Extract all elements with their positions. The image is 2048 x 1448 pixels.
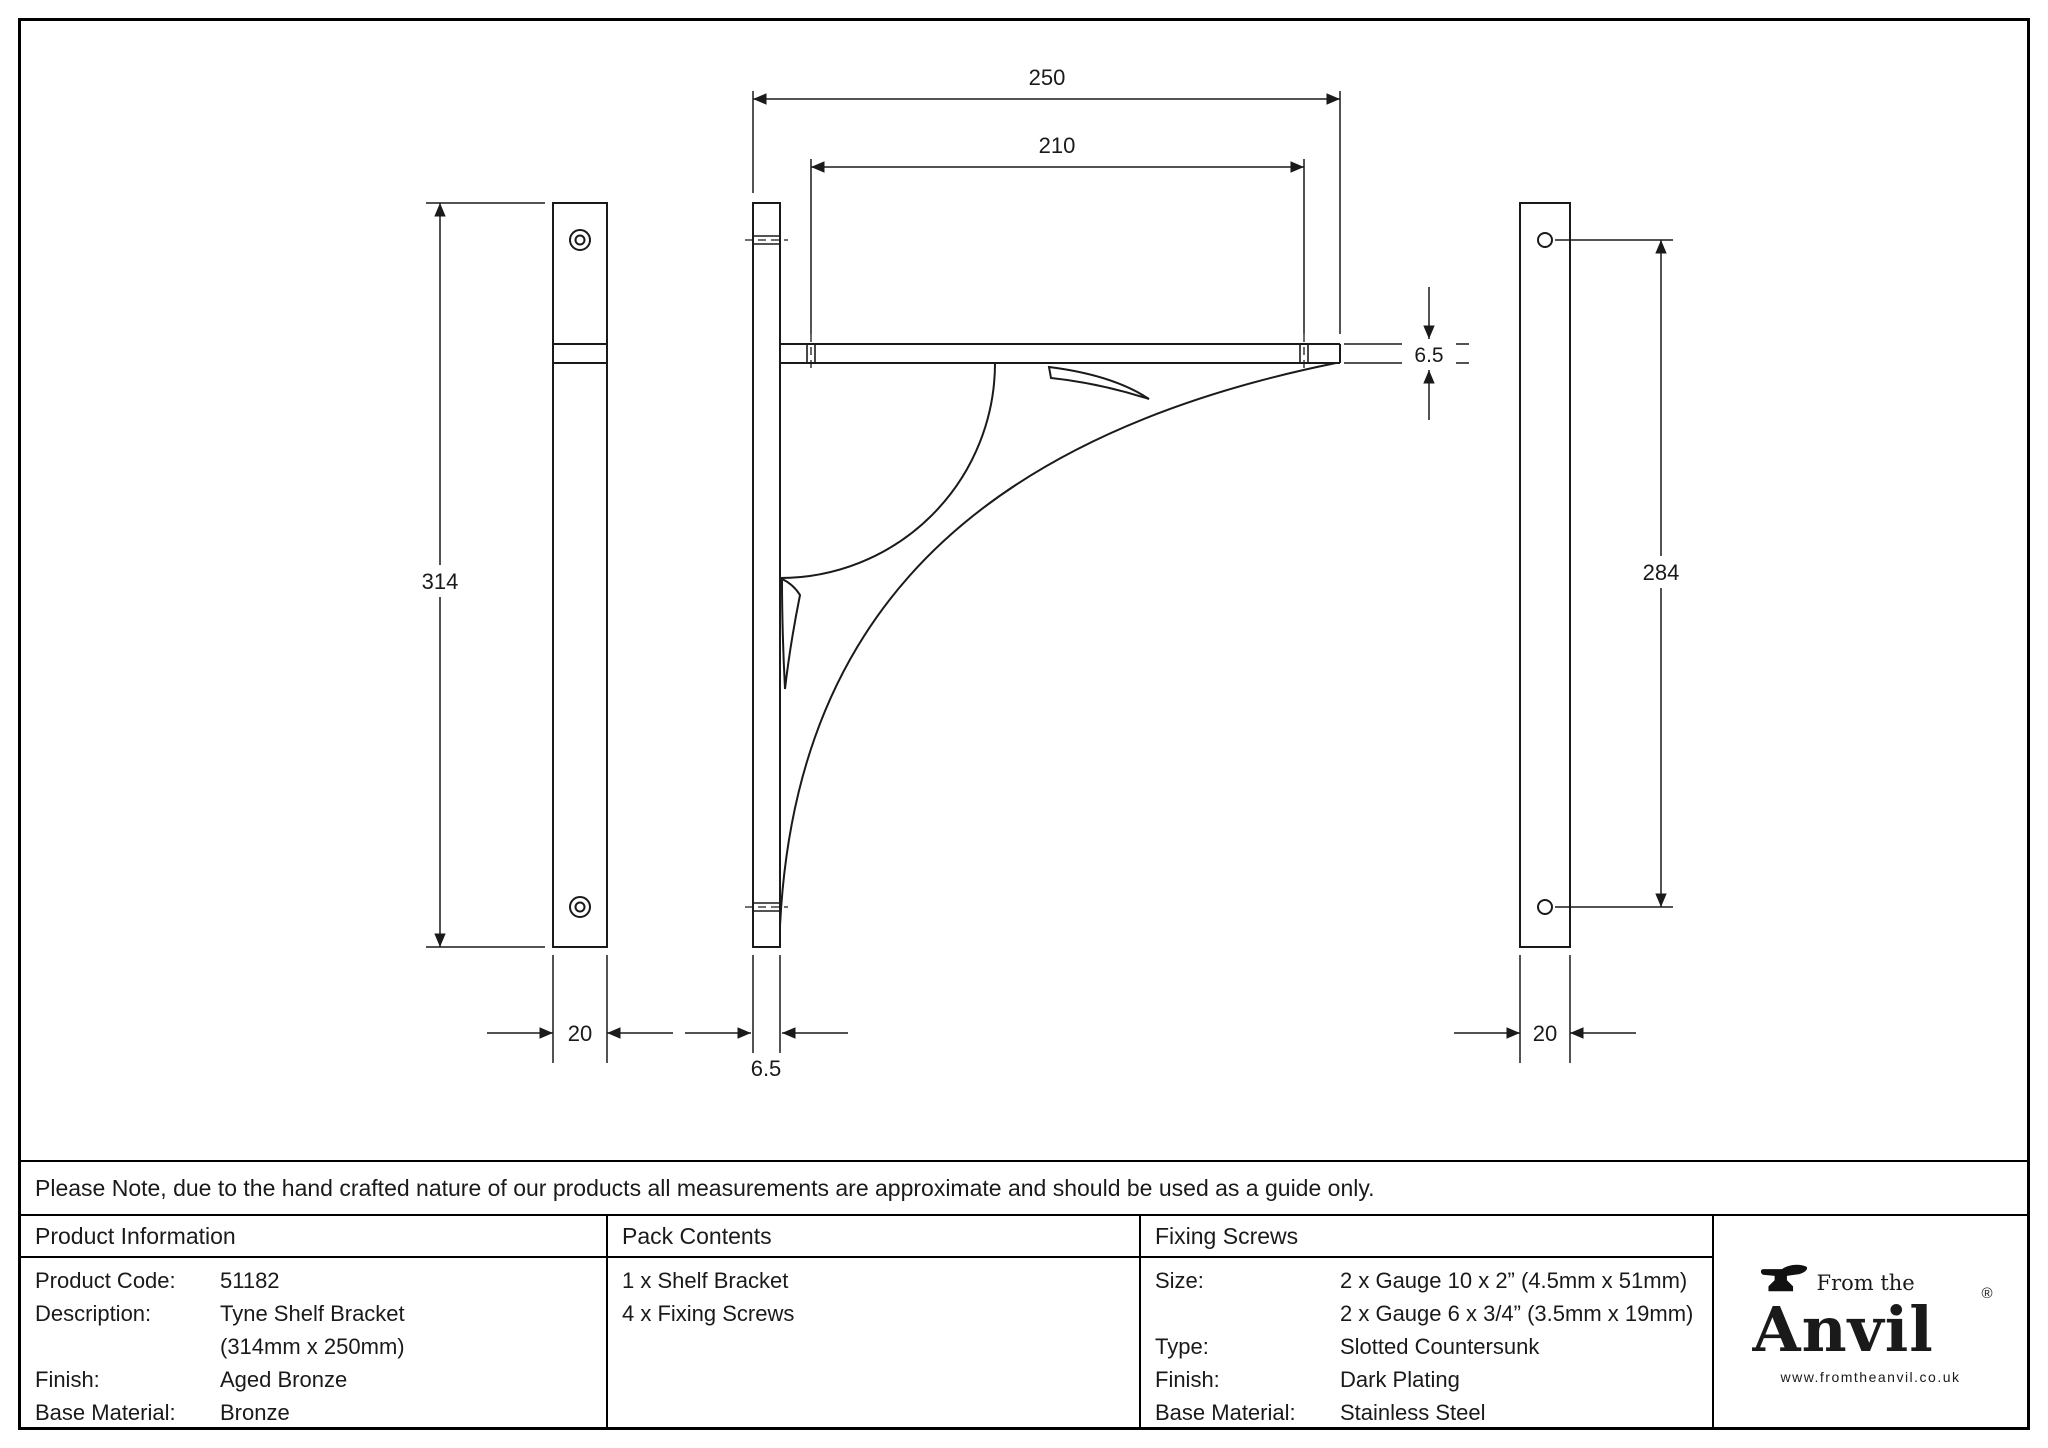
- fixing-screws-body: Size: 2 x Gauge 10 x 2” (4.5mm x 51mm) 2…: [1141, 1258, 1714, 1429]
- product-info-header: Product Information: [21, 1216, 608, 1258]
- dim-plate-width-left: 20: [568, 1021, 592, 1046]
- screws-size-row-2: 2 x Gauge 6 x 3/4” (3.5mm x 19mm): [1155, 1297, 1704, 1330]
- finish-label: Finish:: [35, 1367, 100, 1392]
- dim-plate-thickness: 6.5: [751, 1056, 782, 1081]
- anvil-icon: [1760, 1264, 1807, 1291]
- dim-top-width: 250: [1029, 65, 1066, 90]
- plate-face-view-left: [552, 202, 608, 948]
- dimension-lines: [426, 91, 1673, 1063]
- description-value: Tyne Shelf Bracket: [220, 1301, 405, 1326]
- logo-brand-name: Anvil: [1752, 1292, 1934, 1366]
- description-row: Description: Tyne Shelf Bracket: [35, 1297, 598, 1330]
- screws-size-row: Size: 2 x Gauge 10 x 2” (4.5mm x 51mm): [1155, 1264, 1704, 1297]
- pack-contents-header: Pack Contents: [608, 1216, 1141, 1258]
- dim-plate-width-right: 20: [1533, 1021, 1557, 1046]
- screws-type-label: Type:: [1155, 1334, 1209, 1359]
- description-row-2: (314mm x 250mm): [35, 1330, 598, 1363]
- bracket-profile-view: [745, 202, 1341, 948]
- dim-hole-span-top: 210: [1039, 133, 1076, 158]
- screws-base-material-value: Stainless Steel: [1340, 1400, 1486, 1425]
- plate-face-view-right: [1519, 202, 1571, 948]
- screws-size-label: Size:: [1155, 1268, 1204, 1293]
- product-code-label: Product Code:: [35, 1268, 176, 1293]
- screws-base-material-label: Base Material:: [1155, 1400, 1296, 1425]
- disclaimer-text: Please Note, due to the hand crafted nat…: [35, 1174, 1375, 1201]
- upper-cutout: [1047, 365, 1150, 400]
- narrow-dim-arrows: [487, 287, 1636, 1039]
- screws-finish-value: Dark Plating: [1340, 1367, 1460, 1392]
- dimension-labels: 250 210 314 20 6.5 6.5 284 20: [422, 65, 1680, 1081]
- lower-cutout: [780, 577, 802, 690]
- base-material-label: Base Material:: [35, 1400, 176, 1425]
- registered-mark: ®: [1981, 1284, 1993, 1302]
- finish-row: Finish: Aged Bronze: [35, 1363, 598, 1396]
- fixing-screws-header: Fixing Screws: [1141, 1216, 1714, 1258]
- hole-centerlines: [745, 239, 1305, 908]
- screw-hole-marks: [753, 235, 1309, 912]
- bracket-drawing-svg: 250 210 314 20 6.5 6.5 284 20: [415, 65, 1686, 1081]
- info-table: Product Information Pack Contents Fixing…: [21, 1214, 2027, 1429]
- pack-item-1: 1 x Shelf Bracket: [622, 1268, 789, 1293]
- disclaimer-note: Please Note, due to the hand crafted nat…: [21, 1160, 2027, 1214]
- product-info-body: Product Code: 51182 Description: Tyne Sh…: [21, 1258, 608, 1429]
- screws-base-material-row: Base Material: Stainless Steel: [1155, 1396, 1704, 1429]
- dim-hole-span-right: 284: [1643, 560, 1680, 585]
- finish-value: Aged Bronze: [220, 1367, 348, 1392]
- product-code-row: Product Code: 51182: [35, 1264, 598, 1297]
- description-value-2: (314mm x 250mm): [220, 1334, 405, 1359]
- screws-size-value: 2 x Gauge 10 x 2” (4.5mm x 51mm): [1340, 1268, 1688, 1293]
- screws-finish-row: Finish: Dark Plating: [1155, 1363, 1704, 1396]
- dim-shelf-thickness: 6.5: [1414, 344, 1443, 367]
- pack-contents-body: 1 x Shelf Bracket 4 x Fixing Screws: [608, 1258, 1141, 1429]
- brand-logo: From the Anvil ® www.fromtheanvil.co.uk: [1714, 1216, 2027, 1429]
- logo-lockup: From the Anvil ®: [1752, 1261, 1993, 1366]
- drawing-sheet: 250 210 314 20 6.5 6.5 284 20 Please Not…: [18, 18, 2030, 1430]
- outer-curve: [779, 362, 1337, 927]
- label-backgrounds: [415, 341, 1686, 597]
- dim-plate-height: 314: [422, 569, 459, 594]
- screws-finish-label: Finish:: [1155, 1367, 1220, 1392]
- screws-type-value: Slotted Countersunk: [1340, 1334, 1540, 1359]
- base-material-value: Bronze: [220, 1400, 290, 1425]
- screws-size-value-2: 2 x Gauge 6 x 3/4” (3.5mm x 19mm): [1340, 1301, 1694, 1326]
- base-material-row: Base Material: Bronze: [35, 1396, 598, 1429]
- description-label: Description:: [35, 1301, 152, 1326]
- pack-item-2: 4 x Fixing Screws: [622, 1301, 795, 1326]
- corner-arc: [779, 362, 996, 579]
- logo-prefix: From the: [1816, 1270, 1915, 1295]
- screws-type-row: Type: Slotted Countersunk: [1155, 1330, 1704, 1363]
- product-code-value: 51182: [220, 1268, 280, 1293]
- technical-drawing: 250 210 314 20 6.5 6.5 284 20: [21, 21, 2027, 1160]
- logo-url: www.fromtheanvil.co.uk: [1780, 1368, 1961, 1385]
